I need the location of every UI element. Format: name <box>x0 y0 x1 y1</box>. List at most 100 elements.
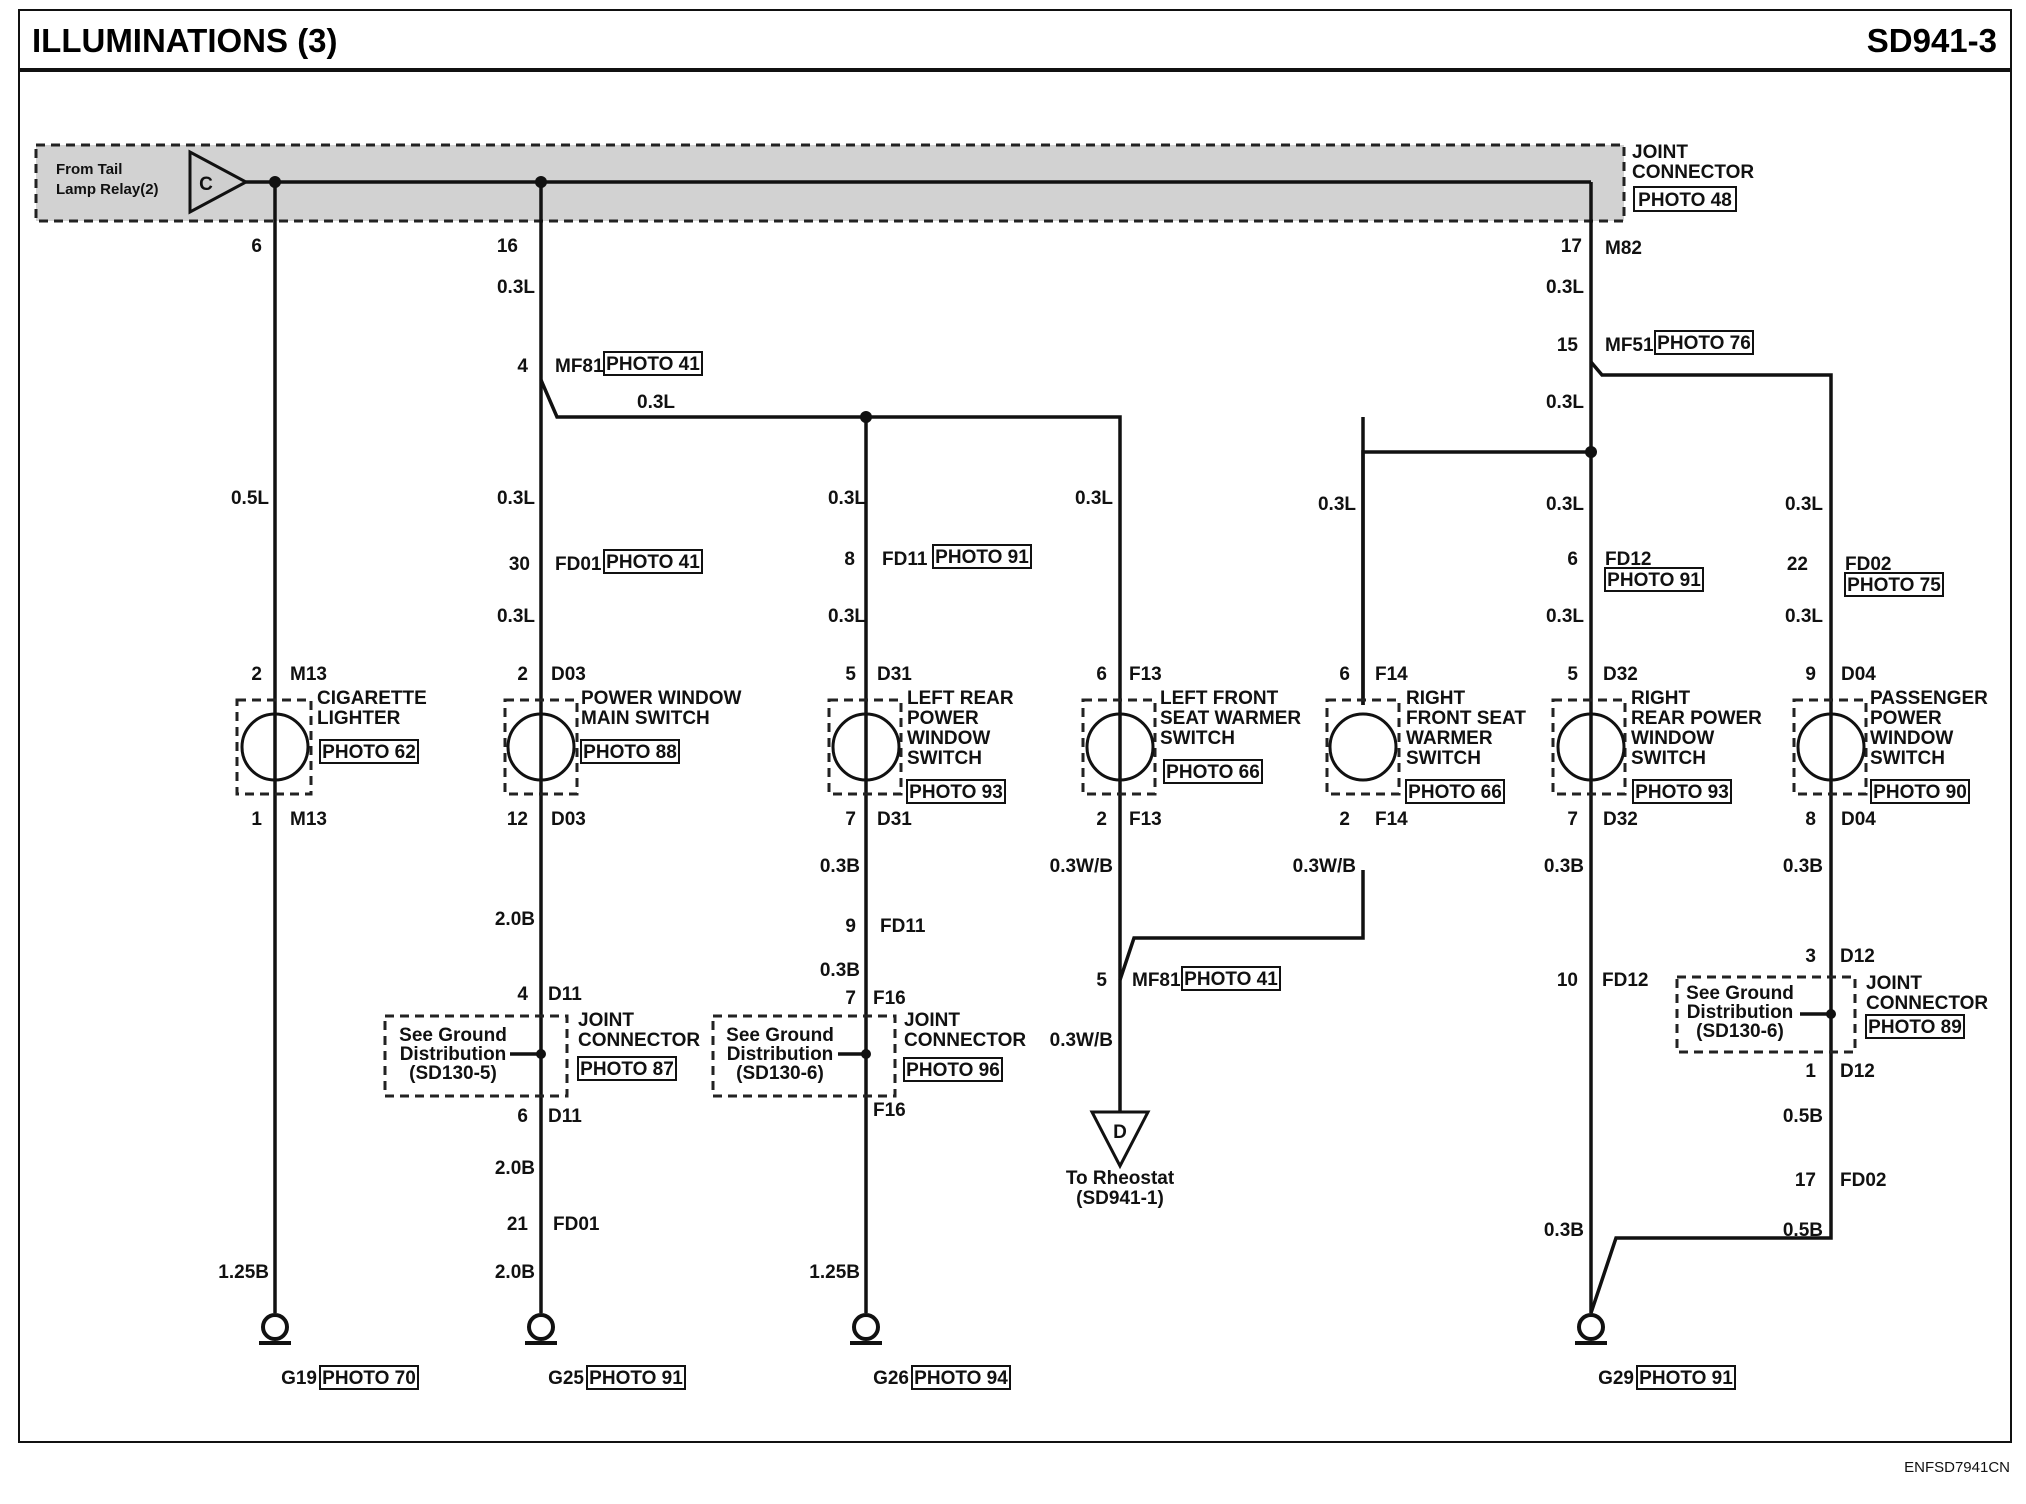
component-name-line: SWITCH <box>1631 748 1706 769</box>
pin-number-label: 9 <box>1805 664 1816 685</box>
pin-number-label: 7 <box>845 988 856 1009</box>
photo-box <box>1405 779 1505 804</box>
photo-box <box>1181 966 1281 991</box>
photo-box <box>580 739 680 764</box>
connector-id-label: FD11 <box>880 916 926 937</box>
wire-size-label: 0.3L <box>828 488 866 509</box>
page-title: ILLUMINATIONS (3) <box>32 22 338 59</box>
photo-label: PHOTO 87 <box>580 1059 674 1080</box>
wire-size-label: 2.0B <box>495 909 535 930</box>
photo-label: PHOTO 41 <box>606 552 700 573</box>
wire-size-label: 0.3L <box>828 606 866 627</box>
component-name-line: LIGHTER <box>317 708 401 729</box>
component-name-line: PASSENGER <box>1870 688 1988 709</box>
wire-size-label: 0.3W/B <box>1050 1030 1113 1051</box>
component-name-line: WARMER <box>1406 728 1493 749</box>
photo-label: PHOTO 76 <box>1657 333 1751 354</box>
pin-number-label: 4 <box>517 984 528 1005</box>
pin-number-label: 3 <box>1805 946 1816 967</box>
joint-connector-title: CONNECTOR <box>578 1030 700 1051</box>
component-name-line: POWER <box>907 708 979 729</box>
wire-size-label: 0.5B <box>1783 1106 1823 1127</box>
pin-number-label: 7 <box>1567 809 1578 830</box>
pin-number-label: 1 <box>1805 1061 1816 1082</box>
ground-id-label: G26 <box>873 1368 909 1389</box>
connector-id-label: FD02 <box>1840 1170 1886 1191</box>
connector-id-label: D11 <box>548 984 582 1005</box>
wire-size-label: 0.3B <box>820 856 860 877</box>
pin-number-label: 1 <box>251 809 262 830</box>
component-name-line: SWITCH <box>1160 728 1235 749</box>
ground-photo-label: PHOTO 91 <box>1639 1368 1733 1389</box>
connector-id-label: D04 <box>1841 664 1876 685</box>
wire-size-label: 0.3L <box>497 606 535 627</box>
photo-label: PHOTO 66 <box>1166 762 1260 783</box>
connector-id-label: F14 <box>1375 809 1408 830</box>
component-name-line: LEFT REAR <box>907 688 1014 709</box>
wire-size-label: 0.3L <box>1546 277 1584 298</box>
photo-label: PHOTO 75 <box>1847 575 1941 596</box>
pin-number-label: 6 <box>251 236 262 257</box>
pin-number-label: 2 <box>1096 809 1107 830</box>
connector-id-label: FD12 <box>1605 549 1651 570</box>
footer-code: ENFSD7941CN <box>1904 1459 2010 1476</box>
junction-dots <box>269 176 1597 458</box>
photo-box <box>603 549 703 574</box>
wire-size-label: 0.3L <box>497 277 535 298</box>
ground-photo-label: PHOTO 94 <box>914 1368 1008 1389</box>
pin-number-label: 5 <box>845 664 856 685</box>
component-name-line: SWITCH <box>1870 748 1945 769</box>
rheostat-line1: To Rheostat <box>1066 1168 1175 1189</box>
pin-number-label: 6 <box>1339 664 1350 685</box>
component-name-line: WINDOW <box>907 728 990 749</box>
rheostat-symbol <box>1089 1110 1151 1170</box>
pin-number-label: 22 <box>1787 554 1808 575</box>
pin-number-label: 5 <box>1096 970 1107 991</box>
component-name-line: WINDOW <box>1870 728 1953 749</box>
photo-box <box>903 1057 1003 1082</box>
ground-distribution-ref: (SD130-6) <box>1696 1021 1784 1042</box>
source-line1: From Tail <box>56 161 122 178</box>
wire-size-label: 0.3L <box>1546 494 1584 515</box>
component-boxes <box>235 698 1868 796</box>
joint-top-photo-box <box>1633 186 1737 212</box>
source-connector-letter: C <box>199 174 213 195</box>
lower-joint-boxes <box>383 975 1857 1098</box>
pin-number-label: 9 <box>845 916 856 937</box>
connector-id-label: MF51 <box>1605 335 1654 356</box>
component-name-line: FRONT SEAT <box>1406 708 1526 729</box>
connector-id-label: FD01 <box>555 554 602 575</box>
component-name-line: POWER WINDOW <box>581 688 741 709</box>
photo-box <box>577 1056 677 1081</box>
photo-label: PHOTO 66 <box>1408 782 1502 803</box>
component-name-line: MAIN SWITCH <box>581 708 710 729</box>
joint-top-line2: CONNECTOR <box>1632 162 1754 183</box>
rheostat-letter: D <box>1113 1122 1127 1143</box>
photo-box <box>906 779 1006 804</box>
ground-photo-box <box>586 1365 686 1390</box>
pin-number-label: 8 <box>1805 809 1816 830</box>
photo-label: PHOTO 96 <box>906 1060 1000 1081</box>
connector-id-label: FD11 <box>882 549 928 570</box>
connector-id-label: F16 <box>873 1100 906 1121</box>
photo-box <box>1654 330 1754 355</box>
photo-box <box>1163 759 1263 784</box>
connector-id-label: D03 <box>551 809 586 830</box>
connector-id-label: MF81 <box>555 356 604 377</box>
connector-id-label: D32 <box>1603 664 1638 685</box>
photo-box <box>1844 572 1944 597</box>
connector-id-label: D11 <box>548 1106 582 1127</box>
wire-size-label: 0.5L <box>231 488 269 509</box>
connector-id-label: FD12 <box>1602 970 1648 991</box>
pin-number-label: 2 <box>251 664 262 685</box>
photo-label: PHOTO 91 <box>1607 570 1701 591</box>
joint-connector-title: JOINT <box>904 1010 960 1031</box>
connector-id-label: D04 <box>1841 809 1876 830</box>
photo-label: PHOTO 93 <box>909 782 1003 803</box>
component-name-line: WINDOW <box>1631 728 1714 749</box>
pin-number-label: 16 <box>497 236 518 257</box>
wire-size-label: 2.0B <box>495 1262 535 1283</box>
component-name-line: SWITCH <box>907 748 982 769</box>
component-name-line: POWER <box>1870 708 1942 729</box>
